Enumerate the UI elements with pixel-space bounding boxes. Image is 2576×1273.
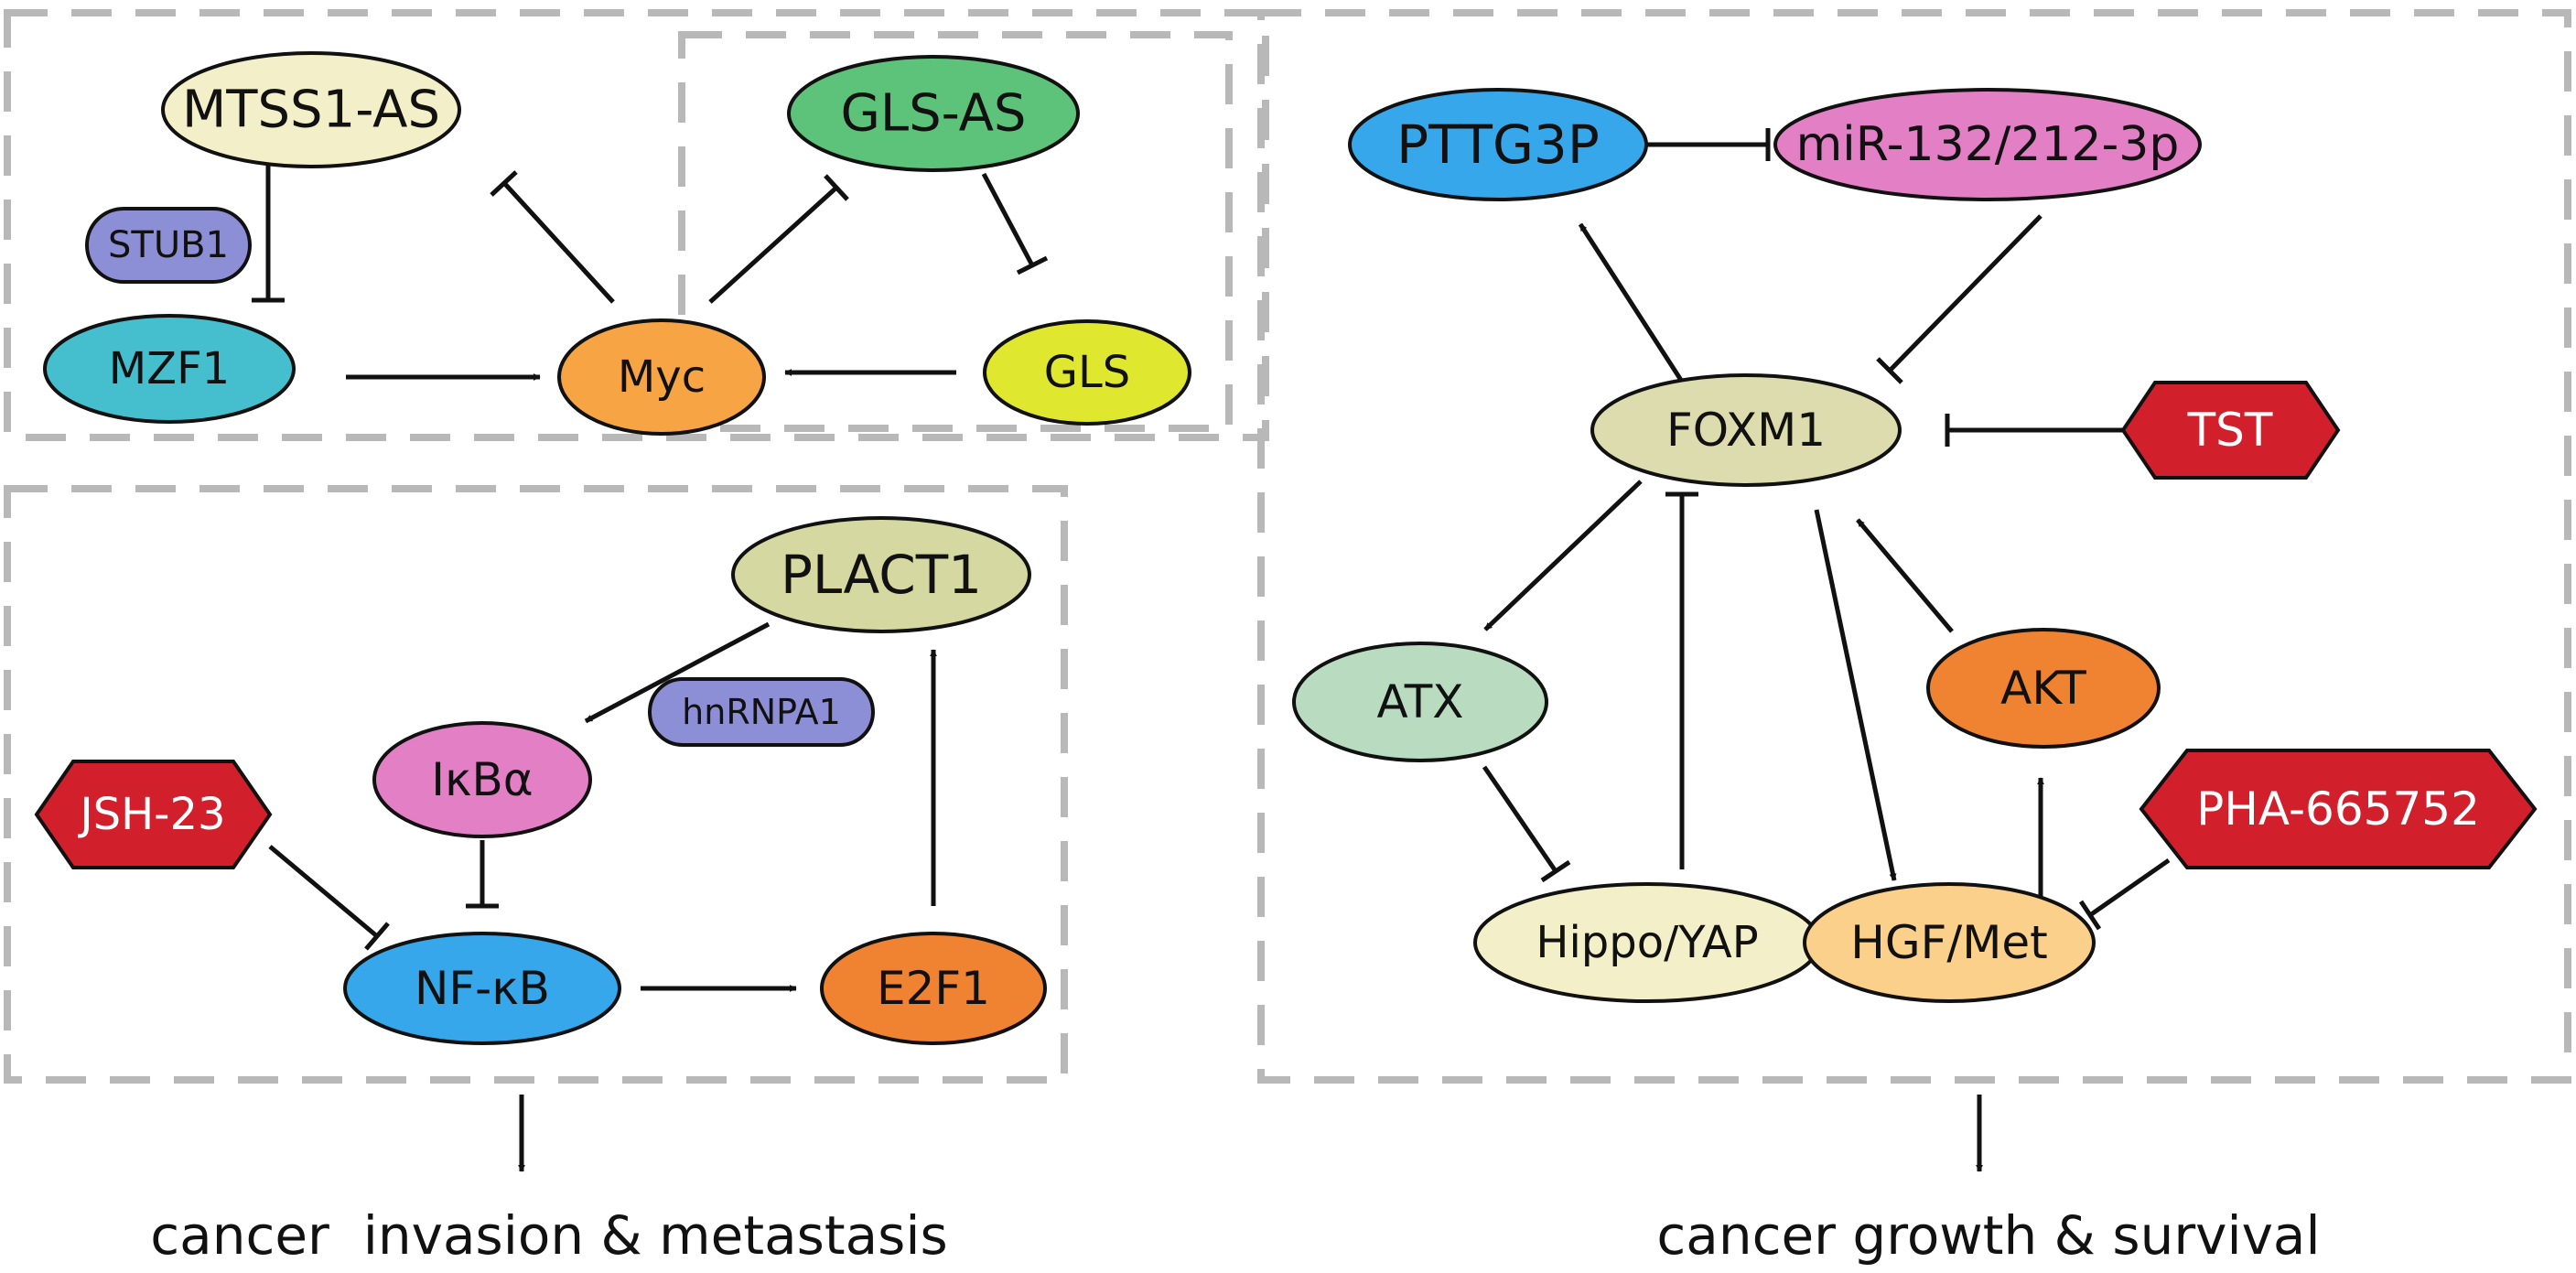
node-foxm1: FOXM1: [1590, 373, 1902, 487]
node-myc: Myc: [557, 318, 766, 436]
edge-ikba-inhibits-nfkb: [466, 840, 499, 909]
svg-text:Myc: Myc: [618, 351, 706, 403]
node-mir132: miR-132/212-3p: [1773, 88, 2202, 201]
node-hippo-yap: Hippo/YAP: [1473, 882, 1821, 1003]
edge-hippo-inhibits-foxm1: [1665, 491, 1698, 869]
edge-stub1-inhibits-mzf1: [252, 156, 285, 303]
node-atx: ATX: [1292, 642, 1548, 762]
node-gls: GLS: [983, 319, 1191, 426]
svg-text:JSH-23: JSH-23: [77, 789, 225, 840]
svg-text:NF-κB: NF-κB: [415, 962, 550, 1015]
plact1-panel-box: [4, 485, 1068, 1084]
svg-text:ATX: ATX: [1376, 675, 1463, 728]
edge-plact1-activates-ikba: [584, 621, 771, 724]
node-ikba: IκBα: [372, 721, 592, 838]
foxm1-panel-box: [1257, 9, 2571, 1084]
svg-text:GLS: GLS: [1044, 347, 1130, 398]
svg-text:MTSS1-AS: MTSS1-AS: [182, 81, 440, 140]
svg-text:STUB1: STUB1: [108, 224, 229, 266]
edge-tst-inhibits-foxm1: [1945, 414, 2137, 447]
svg-text:miR-132/212-3p: miR-132/212-3p: [1796, 117, 2180, 172]
svg-text:GLS-AS: GLS-AS: [841, 84, 1027, 144]
myc-panel-box: [4, 9, 1269, 441]
node-e2f1: E2F1: [820, 932, 1047, 1045]
node-stub1: STUB1: [85, 207, 252, 284]
outcome-invasion-metastasis: cancer invasion & metastasis: [150, 1204, 947, 1267]
svg-text:HGF/Met: HGF/Met: [1850, 916, 2047, 969]
edge-gls-as-inhibits-gls: [981, 172, 1049, 275]
node-gls-as: GLS-AS: [787, 55, 1080, 172]
edge-foxm1-activates-pttg3p: [1578, 222, 1687, 386]
node-plact1: PLACT1: [731, 516, 1031, 633]
edge-myc-inhibits-gls-as: [708, 174, 849, 304]
edge-myc-inhibits-mtss1-as: [490, 170, 615, 304]
node-akt: AKT: [1926, 628, 2161, 749]
node-mzf1: MZF1: [43, 314, 296, 424]
node-mtss1-as: MTSS1-AS: [161, 51, 461, 168]
edge-atx-inhibits-hippo: [1482, 765, 1571, 883]
svg-text:PLACT1: PLACT1: [781, 544, 982, 606]
svg-text:MZF1: MZF1: [109, 343, 230, 394]
svg-text:PTTG3P: PTTG3P: [1396, 113, 1600, 176]
node-hnrnpa1: hnRNPA1: [648, 677, 875, 747]
gls-as-panel-box: [678, 31, 1233, 432]
edge-foxm1-activates-atx: [1483, 480, 1643, 631]
drug-pha-665752: PHA-665752: [2139, 749, 2538, 869]
svg-text:TST: TST: [2187, 404, 2273, 457]
drug-tst: TST: [2120, 381, 2341, 480]
node-hgf-met: HGF/Met: [1803, 882, 2096, 1003]
edge-pttg3p-inhibits-mir132: [1643, 128, 1771, 161]
outcome-growth-survival: cancer growth & survival: [1656, 1204, 2320, 1267]
svg-text:IκBα: IκBα: [431, 753, 533, 806]
node-pttg3p: PTTG3P: [1348, 88, 1648, 201]
edge-foxm1-activates-hgf: [1814, 509, 1897, 881]
drug-jsh23: JSH-23: [34, 760, 273, 869]
svg-text:AKT: AKT: [2000, 662, 2086, 715]
edge-jsh23-inhibits-nfkb: [268, 845, 390, 951]
edge-pha-inhibits-hgf: [2078, 858, 2171, 931]
svg-text:Hippo/YAP: Hippo/YAP: [1536, 917, 1758, 968]
svg-text:FOXM1: FOXM1: [1666, 404, 1826, 457]
edge-akt-activates-foxm1: [1856, 518, 1954, 633]
svg-text:PHA-665752: PHA-665752: [2196, 782, 2480, 836]
svg-text:E2F1: E2F1: [877, 962, 990, 1015]
svg-text:hnRNPA1: hnRNPA1: [682, 692, 841, 732]
edge-mir132-inhibits-foxm1: [1876, 214, 2042, 384]
node-nfkb: NF-κB: [343, 932, 621, 1045]
